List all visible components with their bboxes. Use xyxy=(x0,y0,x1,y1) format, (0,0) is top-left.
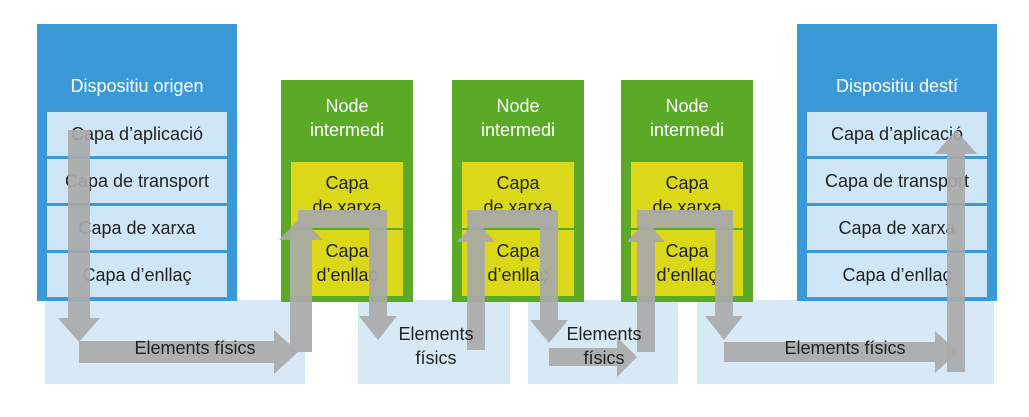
node-3-link-line-1: Capa xyxy=(665,241,709,261)
physical-label-3-line-2: físics xyxy=(583,348,625,368)
node-3-title-line-2: intermedi xyxy=(649,120,725,140)
node-3-network-line-1: Capa xyxy=(665,173,709,193)
arrow-node-3-right xyxy=(637,210,724,228)
physical-label-4: Elements físics xyxy=(770,336,920,360)
arrow-source-down xyxy=(58,130,100,342)
arrow-node-3-down xyxy=(705,210,743,340)
node-2-title: Node intermedi xyxy=(452,94,584,142)
arrow-node-2-up xyxy=(457,220,495,350)
physical-label-3-line-1: Elements xyxy=(566,324,642,344)
node-1-network-line-1: Capa xyxy=(325,173,369,193)
node-1-link-line-1: Capa xyxy=(325,241,369,261)
node-2-network-line-1: Capa xyxy=(496,173,540,193)
arrow-physical-1 xyxy=(79,330,298,374)
node-1-link-line-2: d’enllaç xyxy=(316,265,378,285)
arrow-node-1-right xyxy=(298,210,378,228)
arrow-node-1-down xyxy=(359,210,397,340)
node-2-title-line-2: intermedi xyxy=(480,120,556,140)
arrow-node-2-down xyxy=(530,210,568,343)
physical-label-2-line-2: físics xyxy=(415,348,457,368)
physical-label-4-line-1: Elements físics xyxy=(784,338,906,358)
node-2-title-line-1: Node xyxy=(496,96,540,116)
arrow-node-3-up xyxy=(627,220,665,352)
node-3-title: Node intermedi xyxy=(621,94,753,142)
node-1-title: Node intermedi xyxy=(281,94,413,142)
intermediate-node-2: Node intermedi Capa de xarxa Capa d’enll… xyxy=(452,80,584,302)
node-2-link-line-1: Capa xyxy=(496,241,540,261)
physical-label-1: Elements físics xyxy=(120,336,270,360)
node-3-title-line-1: Node xyxy=(665,96,709,116)
node-2-link-line-2: d’enllaç xyxy=(487,265,549,285)
node-1-title-line-1: Node xyxy=(325,96,369,116)
arrow-destination-up xyxy=(935,130,977,372)
node-3-link-line-2: d’enllaç xyxy=(656,265,718,285)
arrow-physical-4 xyxy=(724,331,958,373)
destination-application-layer: Capa d’aplicació xyxy=(807,112,987,156)
arrow-node-2-right xyxy=(467,210,549,228)
physical-label-2: Elements físics xyxy=(377,322,495,370)
node-1-title-line-2: intermedi xyxy=(309,120,385,140)
arrow-physical-3 xyxy=(549,337,637,377)
arrow-node-1-up xyxy=(279,217,323,352)
source-device-title: Dispositiu origen xyxy=(70,76,204,96)
physical-label-1-line-1: Elements físics xyxy=(134,338,256,358)
physical-label-2-line-1: Elements xyxy=(398,324,474,344)
physical-label-3: Elements físics xyxy=(545,322,663,370)
destination-device-title: Dispositiu destí xyxy=(835,76,959,96)
